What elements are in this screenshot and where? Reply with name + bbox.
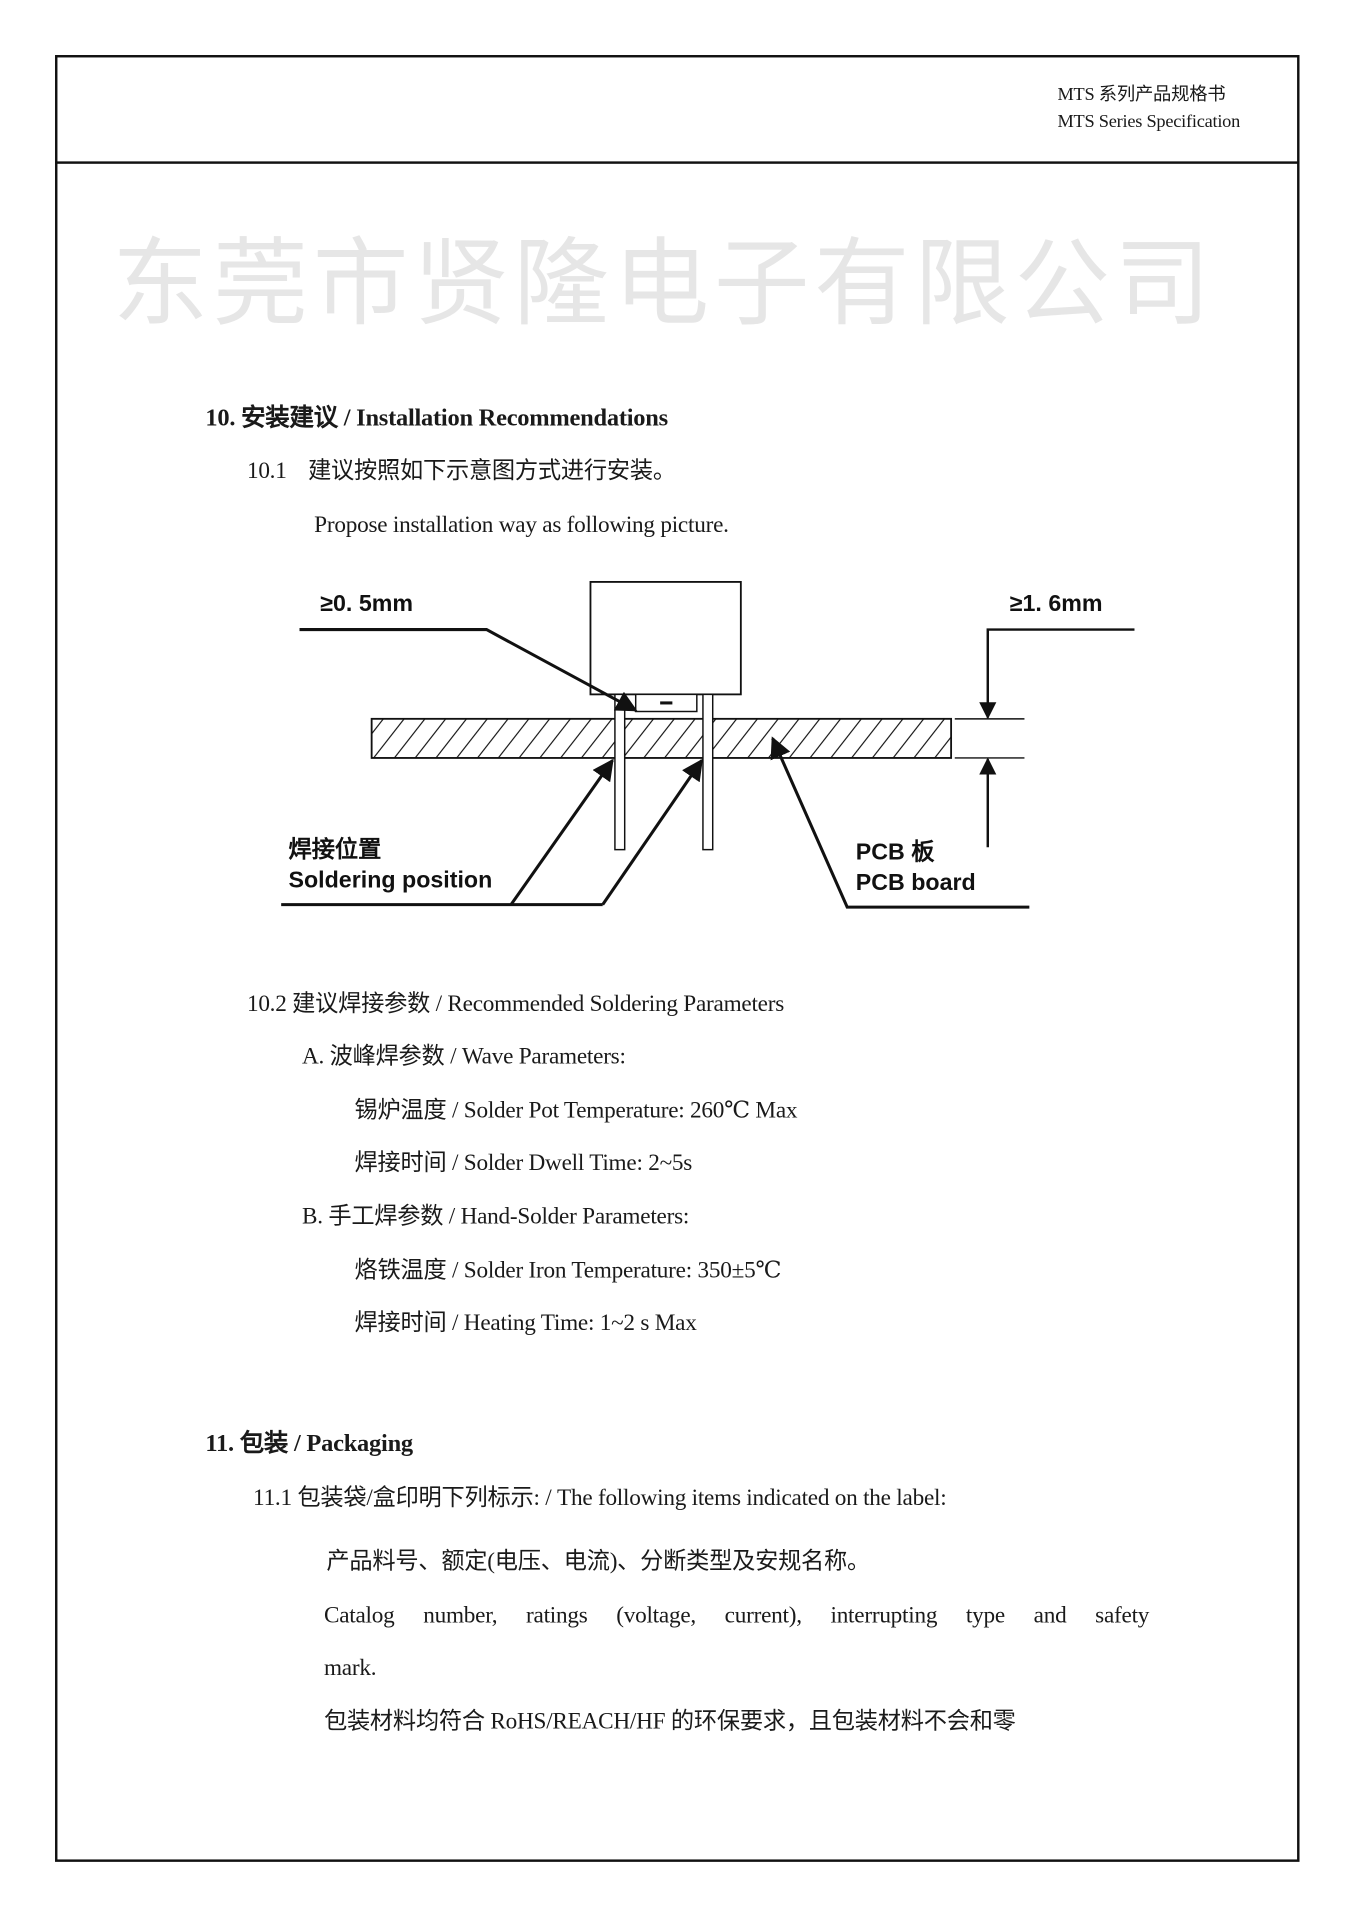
thickness-arrow-top	[979, 628, 1135, 720]
clearance-label: ≥0. 5mm	[320, 590, 413, 616]
header-title-en: MTS Series Specification	[1057, 112, 1241, 133]
pcb-label-cn: PCB 板	[856, 838, 935, 864]
section-11-1: 11.1 包装袋/盒印明下列标示: / The following items …	[253, 1485, 947, 1512]
hand-title: B. 手工焊参数 / Hand-Solder Parameters:	[301, 1204, 690, 1230]
section-10-1-en: Propose installation way as following pi…	[314, 512, 729, 538]
label-items-en-1: Catalog number, ratings (voltage, curren…	[323, 1602, 1150, 1629]
section-10-heading: 10. 安装建议 / Installation Recommendations	[205, 404, 668, 432]
section-10-2: 10.2 建议焊接参数 / Recommended Soldering Para…	[246, 991, 785, 1018]
thickness-label: ≥1. 6mm	[1010, 590, 1103, 616]
solder-leader-right	[601, 758, 703, 906]
header-title-cn: MTS 系列产品规格书	[1057, 85, 1226, 106]
pcb-leader	[770, 736, 1030, 909]
header-divider	[55, 161, 1300, 164]
watermark: 东莞市贤隆电子有限公司	[112, 229, 1216, 340]
pcb-board	[370, 717, 953, 759]
section-10-1-number: 10.1	[246, 458, 287, 485]
page-frame	[55, 55, 1300, 1862]
installation-diagram: ≥0. 5mm ≥1. 6mm 焊接位置 Soldering position …	[281, 580, 1135, 909]
wave-time: 焊接时间 / Solder Dwell Time: 2~5s	[354, 1150, 693, 1177]
solder-leader-left	[509, 758, 614, 906]
component-body	[589, 580, 742, 696]
clearance-leader	[299, 628, 638, 712]
lead-right	[702, 693, 714, 851]
wave-title: A. 波峰焊参数 / Wave Parameters:	[301, 1044, 626, 1070]
hand-time: 焊接时间 / Heating Time: 1~2 s Max	[354, 1310, 697, 1337]
label-items-cn: 产品料号、额定(电压、电流)、分断类型及安规名称。	[326, 1548, 870, 1575]
section-11-heading: 11. 包装 / Packaging	[205, 1430, 413, 1458]
solder-label-cn: 焊接位置	[289, 836, 382, 862]
wave-temp: 锡炉温度 / Solder Pot Temperature: 260℃ Max	[354, 1097, 798, 1124]
lead-left	[614, 693, 626, 851]
solder-label-en: Soldering position	[289, 867, 493, 893]
pcb-label-en: PCB board	[856, 869, 976, 895]
label-items-en-2: mark.	[323, 1655, 377, 1681]
hand-temp: 烙铁温度 / Solder Iron Temperature: 350±5℃	[354, 1257, 782, 1284]
rohs-statement: 包装材料均符合 RoHS/REACH/HF 的环保要求，且包装材料不会和零	[323, 1709, 1016, 1735]
section-10-1-cn: 建议按照如下示意图方式进行安装。	[308, 458, 676, 485]
